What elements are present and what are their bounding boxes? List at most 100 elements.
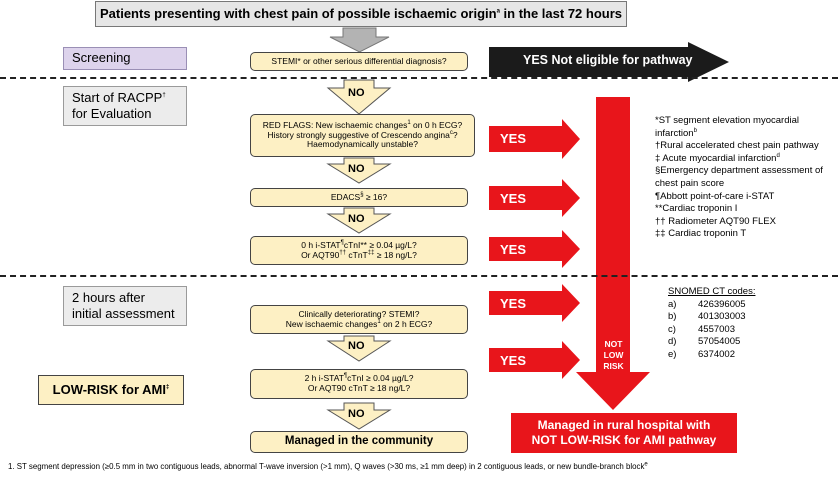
- no-arrow-5: [326, 402, 392, 430]
- yes-arrow-1: [489, 119, 580, 159]
- no-arrow-1: [326, 79, 392, 115]
- stage-two-hours-label: 2 hours after: [72, 289, 145, 305]
- snomed-row: a)426396005: [668, 298, 746, 310]
- divider-two-hours: [0, 275, 838, 277]
- legend-line: infarctionb: [655, 127, 697, 139]
- snomed-codes: SNOMED CT codes: a)426396005 b)401303003…: [668, 286, 755, 362]
- istat0-sup3: ‡‡: [367, 249, 375, 256]
- not-eligible-label: YES Not eligible for pathway: [523, 53, 693, 67]
- footnote-sup: e: [644, 461, 648, 468]
- title-text: Patients presenting with chest pain of p…: [99, 5, 622, 22]
- yes-arrow-3: [489, 230, 580, 268]
- clin-line2b: on 2 h ECG?: [380, 318, 433, 329]
- rural-line2: NOT LOW-RISK for AMI pathway: [531, 433, 717, 447]
- edacs-text-b: ≥ 16?: [363, 191, 388, 202]
- istat2-line1: 2 h i-STAT: [304, 373, 344, 384]
- stage-screening: Screening: [63, 47, 187, 70]
- yes-label-4: YES: [500, 296, 527, 311]
- snomed-row: c)4557003: [668, 323, 735, 335]
- decision-istat-0h: 0 h i-STAT¶cTnI** ≥ 0.04 µg/L? Or AQT90†…: [250, 236, 468, 265]
- rural-line1: Managed in rural hospital with: [537, 418, 711, 432]
- red-flags-line1b: on 0 h ECG?: [410, 119, 463, 130]
- istat0-line1: 0 h i-STAT: [301, 239, 341, 250]
- snomed-row: d)57054005: [668, 336, 741, 348]
- edacs-sup: §: [360, 191, 364, 198]
- legend-line: chest pain score: [655, 177, 725, 189]
- istat2-sup: ¶: [343, 373, 348, 380]
- istat0-line2: Or AQT90: [301, 249, 340, 260]
- no-label-3: NO: [348, 213, 365, 225]
- stage-screening-label: Screening: [72, 50, 131, 66]
- flowchart-title: Patients presenting with chest pain of p…: [95, 1, 627, 27]
- no-label-5: NO: [348, 408, 365, 420]
- istat0-line2c: ≥ 18 ng/L?: [374, 249, 417, 260]
- managed-community-text: Managed in the community: [284, 435, 434, 448]
- footnote-text: 1. ST segment depression (≥0.5 mm in two…: [8, 462, 645, 471]
- decision-stemi-text: STEMI* or other serious differential dia…: [271, 55, 447, 66]
- footnote: 1. ST segment depression (≥0.5 mm in two…: [8, 461, 836, 471]
- decision-stemi: STEMI* or other serious differential dia…: [250, 52, 468, 71]
- clin-line1: Clinically deteriorating? STEMI?: [298, 308, 420, 319]
- legend-line: ‡ Acute myocardial infarctiond: [655, 152, 780, 164]
- clin-line2: New ischaemic changes: [285, 318, 378, 329]
- no-arrow-3: [326, 207, 392, 234]
- istat2-line1b: cTnI ≥ 0.04 µg/L?: [347, 373, 414, 384]
- istat0-sup2: ††: [339, 249, 347, 256]
- legend-line: *ST segment elevation myocardial: [655, 115, 799, 126]
- grey-down-arrow: [329, 27, 390, 53]
- red-flags-sup1: 1: [407, 120, 411, 127]
- no-label-2: NO: [348, 163, 365, 175]
- istat0-line1b: cTnI** ≥ 0.04 µg/L?: [343, 239, 417, 250]
- not-low-risk-label: NOT LOW RISK: [598, 339, 629, 372]
- legend-line: **Cardiac troponin I: [655, 203, 738, 215]
- yes-label-3: YES: [500, 242, 527, 257]
- decision-clinically-deteriorating: Clinically deteriorating? STEMI? New isc…: [250, 305, 468, 334]
- istat0-line2b: cTnT: [346, 249, 368, 260]
- stage-low-risk: LOW-RISK for AMI‡: [38, 375, 184, 405]
- istat0-sup1: ¶: [340, 239, 344, 246]
- not-eligible-arrow: [489, 42, 729, 82]
- outcome-rural-hospital: Managed in rural hospital with NOT LOW-R…: [511, 413, 737, 453]
- stage-start-label-2: for Evaluation: [72, 106, 152, 121]
- low-label: LOW: [603, 350, 624, 360]
- title-sup: a: [496, 8, 500, 15]
- yes-label-1: YES: [500, 131, 527, 146]
- stage-two-hours: 2 hours after initial assessment: [63, 286, 187, 326]
- yes-arrow-4: [489, 284, 580, 322]
- snomed-row: b)401303003: [668, 311, 746, 323]
- yes-label-2: YES: [500, 191, 527, 206]
- no-arrow-4: [326, 335, 392, 362]
- decision-edacs: EDACS§ ≥ 16?: [250, 188, 468, 207]
- title-main: Patients presenting with chest pain of p…: [99, 5, 497, 21]
- edacs-text: EDACS: [330, 191, 361, 202]
- stage-start-racpp: Start of RACPP† for Evaluation: [63, 86, 187, 126]
- yes-arrow-5: [489, 341, 580, 379]
- snomed-table: a)426396005 b)401303003 c)4557003 d)5705…: [668, 299, 746, 362]
- red-flags-sup2: c: [449, 129, 453, 136]
- stage-start-label: Start of RACPP: [72, 89, 163, 105]
- yes-arrow-2: [489, 179, 580, 217]
- stage-start-sup: †: [162, 92, 166, 99]
- legend-line: ¶Abbott point-of-care i-STAT: [655, 190, 775, 202]
- legend-line: †Rural accelerated chest pain pathway: [655, 140, 819, 152]
- abbreviation-legend: *ST segment elevation myocardial infarct…: [655, 115, 823, 241]
- not-low-risk-arrow: [576, 97, 650, 410]
- decision-red-flags: RED FLAGS: New ischaemic changes1 on 0 h…: [250, 114, 475, 157]
- no-label-1: NO: [348, 87, 365, 99]
- legend-line: †† Radiometer AQT90 FLEX: [655, 215, 776, 227]
- no-arrow-2: [326, 157, 392, 184]
- legend-line: ‡‡ Cardiac troponin T: [655, 228, 747, 240]
- istat2-line2: Or AQT90 cTnT ≥ 18 ng/L?: [307, 383, 411, 393]
- clin-sup: 1: [377, 318, 381, 325]
- divider-screening: [0, 77, 838, 79]
- red-flags-line2: History strongly suggestive of Crescendo…: [267, 129, 450, 140]
- low-risk-label: LOW-RISK for AMI: [52, 381, 166, 397]
- not-label: NOT: [604, 339, 623, 349]
- snomed-row: e)6374002: [668, 348, 735, 360]
- no-label-4: NO: [348, 340, 365, 352]
- legend-line: §Emergency department assessment of: [655, 165, 823, 177]
- stage-two-hours-label-2: initial assessment: [72, 306, 175, 321]
- red-flags-line3: Haemodynamically unstable?: [306, 139, 418, 150]
- risk-label: RISK: [603, 361, 624, 371]
